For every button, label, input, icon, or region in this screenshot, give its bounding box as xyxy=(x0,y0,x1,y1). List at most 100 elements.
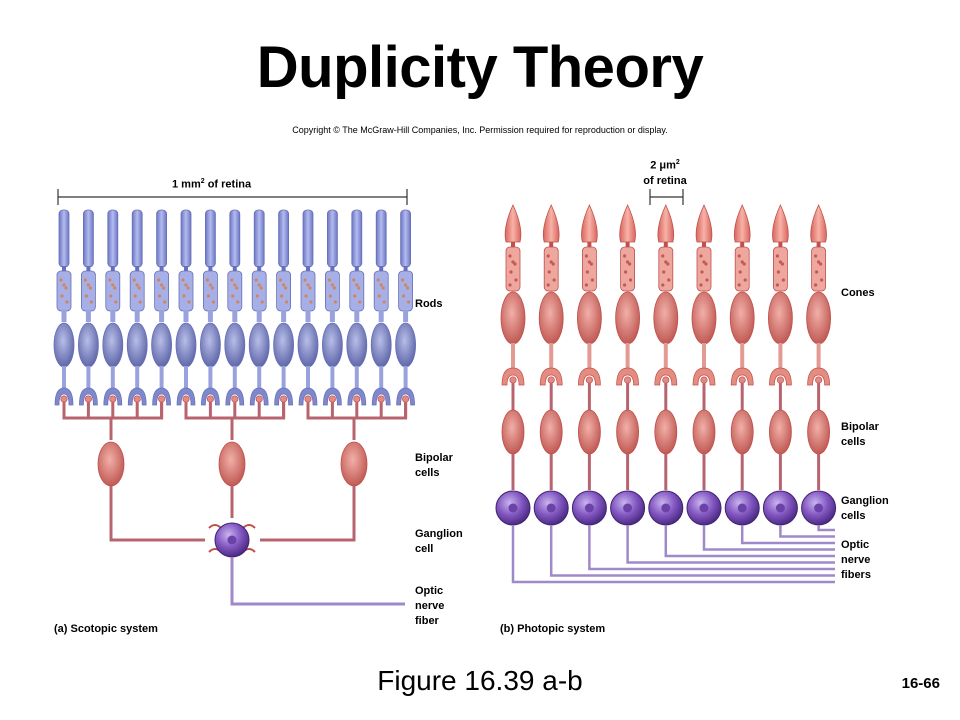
rod-synaptic-terminal xyxy=(152,387,171,406)
rod-synaptic-terminal xyxy=(54,387,74,406)
scotopic-system xyxy=(53,209,417,606)
rod-outer-segment xyxy=(253,209,265,268)
cone-outer-segment xyxy=(733,204,751,243)
bipolar-cell xyxy=(578,383,601,490)
scotopic-bipolar-label: Bipolar cells xyxy=(415,452,453,479)
cone-outer-segment xyxy=(542,204,560,243)
cone-outer-segment xyxy=(657,204,675,243)
bipolar-cell xyxy=(501,383,525,490)
bipolar-cell-body xyxy=(340,441,368,487)
cone-outer-segment xyxy=(581,204,598,243)
optic-nerve-fiber xyxy=(702,525,835,551)
scotopic-ganglion-label: Ganglion cell xyxy=(415,528,463,555)
rod-synaptic-terminal xyxy=(201,387,220,406)
cone-outer-segment xyxy=(810,204,827,243)
photopic-optic-label: Optic nerve fibers xyxy=(841,539,871,581)
rod-synaptic-terminal xyxy=(274,387,293,406)
cone-inner-segment xyxy=(811,246,826,292)
rod-cell xyxy=(151,209,173,406)
scotopic-optic-label: Optic nerve fiber xyxy=(415,585,445,627)
rod-cell-body xyxy=(248,322,270,368)
rod-cell-body xyxy=(224,322,246,368)
ganglion-cell xyxy=(495,490,531,526)
photopic-scale-bar xyxy=(649,189,684,205)
cone-cell-body xyxy=(653,291,679,345)
page-title: Duplicity Theory xyxy=(256,35,704,100)
cone-outer-segment xyxy=(695,204,713,243)
rod-outer-segment xyxy=(107,209,119,268)
rod-outer-segment xyxy=(400,209,412,268)
rod-synaptic-terminal xyxy=(396,387,415,406)
bipolar-cell xyxy=(184,402,286,500)
rod-synaptic-terminal xyxy=(249,387,269,406)
bipolar-cell-body xyxy=(654,409,678,455)
ganglion-cell xyxy=(762,490,798,526)
rod-cell-body xyxy=(102,322,124,368)
cone-synaptic-terminal xyxy=(578,367,601,386)
rod-cell-body xyxy=(346,322,368,368)
page-number: 16-66 xyxy=(901,675,940,692)
ganglion-cell xyxy=(610,490,646,526)
cone-cell-body xyxy=(577,291,602,345)
ganglion-cell xyxy=(648,490,684,526)
rod-synaptic-terminal xyxy=(176,387,196,406)
rod-inner-segment xyxy=(300,270,316,312)
rod-cell-body xyxy=(297,322,319,368)
optic-nerve-fiber xyxy=(511,525,835,584)
bipolar-cell-body xyxy=(730,409,754,455)
rod-cell xyxy=(224,209,246,406)
rod-cell-body xyxy=(151,322,173,368)
cone-cell-body xyxy=(806,291,831,345)
cone-cell-body xyxy=(691,291,717,345)
rod-inner-segment xyxy=(105,270,121,312)
rod-inner-segment xyxy=(154,270,170,312)
rod-inner-segment xyxy=(202,270,218,312)
cone-cell xyxy=(653,204,679,386)
rod-synaptic-terminal xyxy=(347,387,367,406)
bipolar-cell-body xyxy=(578,409,601,455)
rod-outer-segment xyxy=(278,209,290,268)
rod-cell xyxy=(346,209,368,406)
rod-synaptic-terminal xyxy=(103,387,123,406)
rod-cell-body xyxy=(273,322,295,368)
cone-inner-segment xyxy=(658,246,674,292)
rod-inner-segment xyxy=(81,270,96,312)
cone-inner-segment xyxy=(582,246,597,292)
scotopic-scale-bar xyxy=(57,189,408,205)
cone-synaptic-terminal xyxy=(616,367,639,386)
cone-outer-segment xyxy=(504,204,522,243)
cone-inner-segment xyxy=(734,246,750,292)
rod-synaptic-terminal xyxy=(323,387,342,406)
rod-outer-segment xyxy=(302,209,314,268)
rod-inner-segment xyxy=(56,270,72,312)
rod-inner-segment xyxy=(349,270,365,312)
rod-cell xyxy=(321,209,343,406)
cone-cell xyxy=(768,204,793,386)
bipolar-cell-body xyxy=(616,409,639,455)
cone-synaptic-terminal xyxy=(501,367,525,386)
rod-cell-body xyxy=(395,322,417,368)
rod-synaptic-terminal xyxy=(127,387,147,406)
copyright-notice: Copyright © The McGraw-Hill Companies, I… xyxy=(292,125,668,135)
ganglion-cell xyxy=(724,490,760,526)
rod-cell xyxy=(248,209,270,406)
rod-cell xyxy=(126,209,148,406)
photopic-panel-label: (b) Photopic system xyxy=(500,623,606,635)
rod-cell xyxy=(102,209,124,406)
rod-outer-segment xyxy=(375,209,387,268)
bipolar-to-ganglion-wiring xyxy=(109,500,356,553)
rod-inner-segment xyxy=(373,270,389,312)
rod-inner-segment xyxy=(324,270,340,312)
rod-cell xyxy=(175,209,197,406)
rod-cell-body xyxy=(78,322,99,368)
bipolar-cell-body xyxy=(501,409,525,455)
bipolar-cell xyxy=(692,383,716,490)
cone-synaptic-terminal xyxy=(539,367,563,386)
rod-cell xyxy=(370,209,392,406)
cone-cell-body xyxy=(538,291,564,345)
cone-cell xyxy=(806,204,831,386)
cone-cell xyxy=(500,204,526,386)
optic-nerve-fiber xyxy=(588,525,835,571)
optic-nerve-fiber xyxy=(664,525,835,558)
